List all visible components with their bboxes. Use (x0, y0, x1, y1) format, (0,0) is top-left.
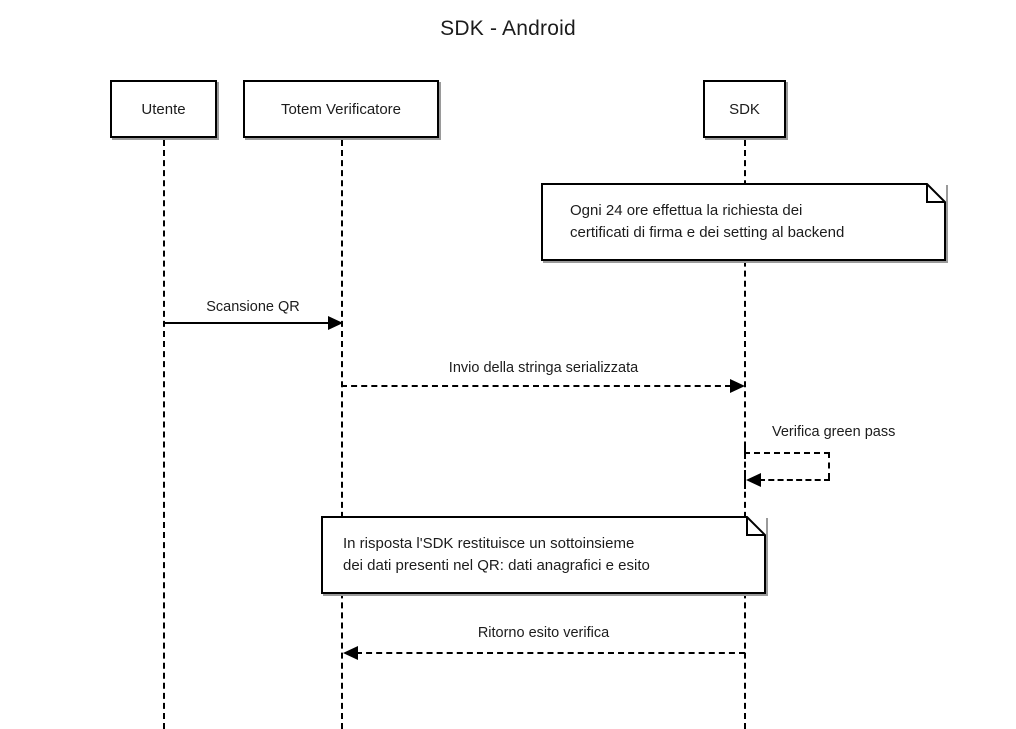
participant-box-sdk[interactable]: SDK (703, 80, 786, 138)
message-label-scansione-qr: Scansione QR (206, 299, 300, 315)
self-message-bottom-segment (759, 479, 830, 481)
message-arrowhead-verifica-green-pass (746, 473, 761, 487)
lifeline-utente (163, 140, 165, 729)
lifeline-sdk (744, 140, 746, 729)
message-label-invio-stringa: Invio della stringa serializzata (448, 360, 639, 376)
participant-label-sdk: SDK (729, 100, 760, 118)
self-message-return-tick (744, 470, 746, 489)
participant-label-utente: Utente (141, 100, 186, 118)
note-sdk-certificates: Ogni 24 ore effettua la richiesta dei ce… (541, 183, 946, 261)
message-label-ritorno-esito: Ritorno esito verifica (477, 625, 610, 641)
note-shape-icon (541, 183, 946, 261)
message-line-invio-stringa (341, 385, 731, 387)
note-sdk-response-subset-text: In risposta l'SDK restituisce un sottoin… (343, 535, 650, 574)
message-arrowhead-ritorno-esito (343, 646, 358, 660)
message-arrowhead-scansione-qr (328, 316, 343, 330)
note-sdk-response-subset: In risposta l'SDK restituisce un sottoin… (321, 516, 766, 594)
participant-box-utente[interactable]: Utente (110, 80, 217, 138)
participant-box-totem[interactable]: Totem Verificatore (243, 80, 439, 138)
self-message-right-segment (828, 452, 830, 479)
participant-label-totem: Totem Verificatore (280, 100, 402, 118)
note-sdk-certificates-text: Ogni 24 ore effettua la richiesta dei ce… (570, 202, 845, 241)
message-label-verifica-green-pass: Verifica green pass (772, 424, 896, 440)
lifeline-totem (341, 140, 343, 729)
message-line-scansione-qr (163, 322, 328, 324)
diagram-title: SDK - Android (440, 17, 576, 40)
note-shape-icon (321, 516, 766, 594)
message-arrowhead-invio-stringa (730, 379, 745, 393)
self-message-top-segment (744, 452, 830, 454)
message-line-ritorno-esito (356, 652, 745, 654)
